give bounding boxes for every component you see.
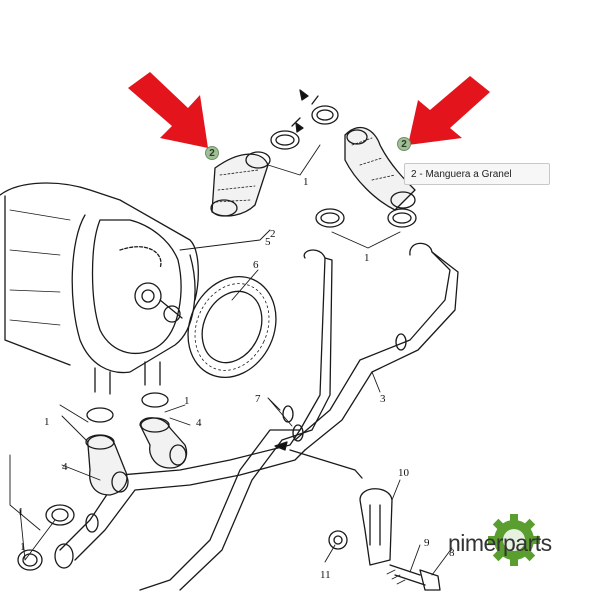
- hose-left-top: [210, 151, 271, 217]
- callout-label: 10: [398, 467, 410, 479]
- callout-labels: 1 1 1 1 1 1 2 3 4 4 5 6 7 8 9 10 11: [18, 176, 455, 581]
- gasket-ring: [187, 275, 277, 379]
- hose-lower-right: [139, 392, 188, 469]
- brand-name: nimerparts: [448, 530, 552, 556]
- callout-label: 2: [270, 228, 276, 240]
- callout-label: 9: [424, 537, 430, 549]
- brand-logo: nimerparts: [448, 514, 593, 566]
- callout-label: 1: [364, 252, 370, 264]
- callout-label: 3: [380, 393, 386, 405]
- callout-label: 4: [196, 417, 202, 429]
- callout-label: 5: [265, 236, 271, 248]
- oil-cooler-housing: [0, 182, 199, 395]
- part-tooltip: 2 - Manguera a Granel: [404, 163, 550, 185]
- red-arrow-right: [408, 76, 490, 145]
- hotspot-hose-left[interactable]: 2: [205, 146, 219, 160]
- red-arrow-left: [128, 72, 208, 148]
- callout-label: 1: [303, 176, 309, 188]
- callout-label: 1: [18, 506, 24, 518]
- hotspot-hose-right[interactable]: 2: [397, 137, 411, 151]
- callout-label: 7: [255, 393, 261, 405]
- bracket-assembly: [274, 441, 441, 591]
- main-pipe: [54, 242, 459, 591]
- hose-lower-left: [85, 407, 129, 496]
- callout-label: 4: [62, 461, 68, 473]
- gear-icon: [488, 514, 540, 566]
- callout-label: 6: [253, 259, 259, 271]
- callout-label: 1: [184, 395, 190, 407]
- callout-label: 11: [320, 569, 331, 581]
- callout-label: 1: [44, 416, 50, 428]
- callout-label: 1: [20, 541, 26, 553]
- clamp-group-bottom: [17, 504, 75, 571]
- clamp-group-top: [270, 89, 417, 228]
- leader-lines: [9, 144, 453, 576]
- callout-label: 8: [449, 547, 455, 559]
